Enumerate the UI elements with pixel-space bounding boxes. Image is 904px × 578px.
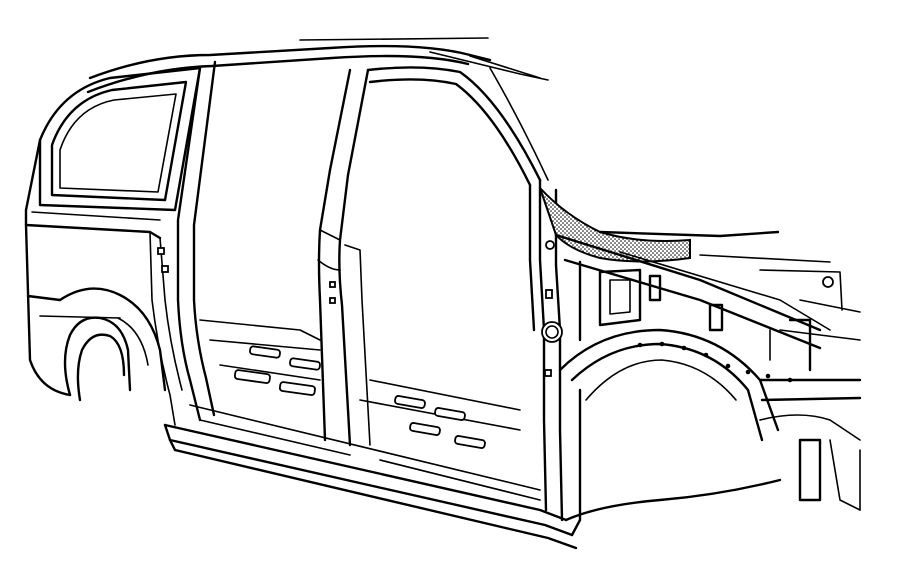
front-door-frame	[366, 66, 549, 187]
front-lower-rail	[758, 378, 862, 511]
center-pillar	[317, 68, 371, 447]
rocker-panel	[163, 404, 578, 550]
front-wheel-arch	[558, 328, 793, 537]
b-pillar-hole-upper	[157, 247, 165, 255]
a-pillar-round-opening	[541, 321, 563, 343]
inner-fender-apron	[578, 260, 812, 372]
floor-rib-stampings	[233, 345, 486, 449]
b-pillar	[149, 60, 217, 426]
b-pillar-hole-lower	[161, 265, 169, 273]
roof-rail	[86, 37, 549, 94]
rear-quarter-panel	[24, 138, 162, 397]
wheel-arch-bolt-row	[637, 341, 793, 383]
rear-wheel-arch	[58, 287, 167, 402]
floor-pan	[199, 319, 521, 449]
cowl-and-hood-rail	[554, 230, 861, 350]
quarter-window-frame	[38, 66, 202, 212]
a-pillar-fastener-hole	[545, 240, 555, 250]
stippled-reinforcement-patch	[539, 187, 691, 263]
a-pillar	[528, 178, 691, 522]
